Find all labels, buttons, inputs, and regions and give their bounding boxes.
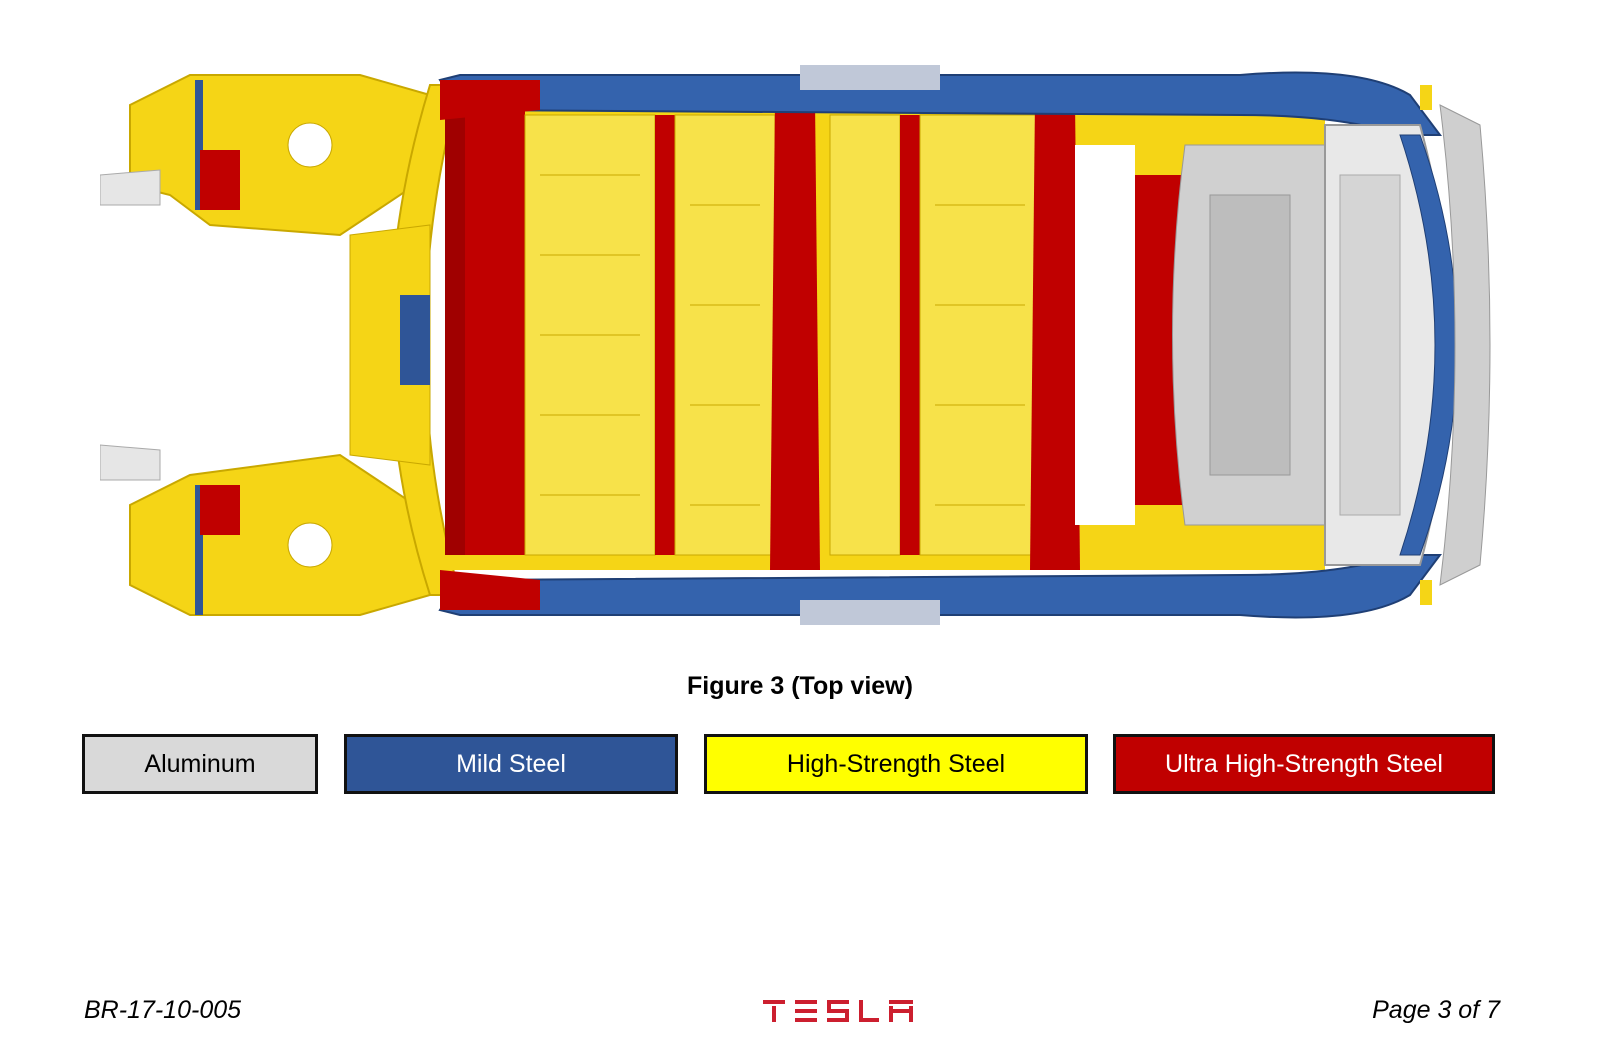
tesla-logo: [763, 1000, 913, 1022]
front-bulkhead: [349, 84, 462, 596]
figure-caption: Figure 3 (Top view): [687, 672, 913, 700]
legend-label: High-Strength Steel: [786, 749, 1006, 778]
tesla-wordmark-icon: [763, 1000, 913, 1022]
legend-high-strength-steel: High-Strength Steel: [704, 734, 1088, 794]
page-number: Page 3 of 7: [1372, 996, 1500, 1024]
legend-aluminum: Aluminum: [82, 734, 318, 794]
legend-label: Ultra High-Strength Steel: [1165, 749, 1443, 778]
legend-mild-steel: Mild Steel: [344, 734, 678, 794]
floor-structure: [445, 100, 1326, 570]
rear-frame: [1324, 85, 1491, 605]
legend-label: Mild Steel: [456, 749, 566, 778]
car-body-figure: [100, 55, 1500, 635]
car-body-top-view: [100, 65, 1491, 625]
side-rails: [438, 65, 1442, 625]
document-id: BR-17-10-005: [84, 996, 242, 1024]
legend-label: Aluminum: [144, 749, 256, 778]
legend-ultra-high-strength-steel: Ultra High-Strength Steel: [1113, 734, 1495, 794]
front-crash-structure: [100, 74, 431, 616]
